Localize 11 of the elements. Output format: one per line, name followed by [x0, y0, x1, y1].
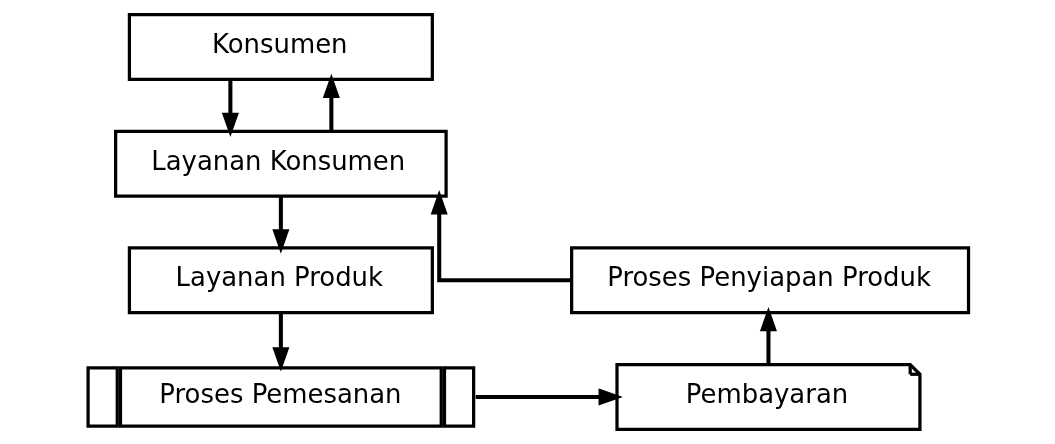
- arrow: [475, 388, 623, 406]
- arrow: [430, 190, 572, 283]
- arrow: [272, 312, 290, 372]
- arrow: [221, 79, 239, 138]
- arrow: [322, 73, 340, 132]
- node-box: Layanan Konsumen: [114, 129, 448, 198]
- node-box: Layanan Produk: [127, 246, 434, 315]
- arrow: [759, 306, 777, 365]
- node-box: Proses Penyiapan Produk: [570, 246, 971, 315]
- node-box: Konsumen: [127, 13, 434, 82]
- arrow: [272, 196, 290, 254]
